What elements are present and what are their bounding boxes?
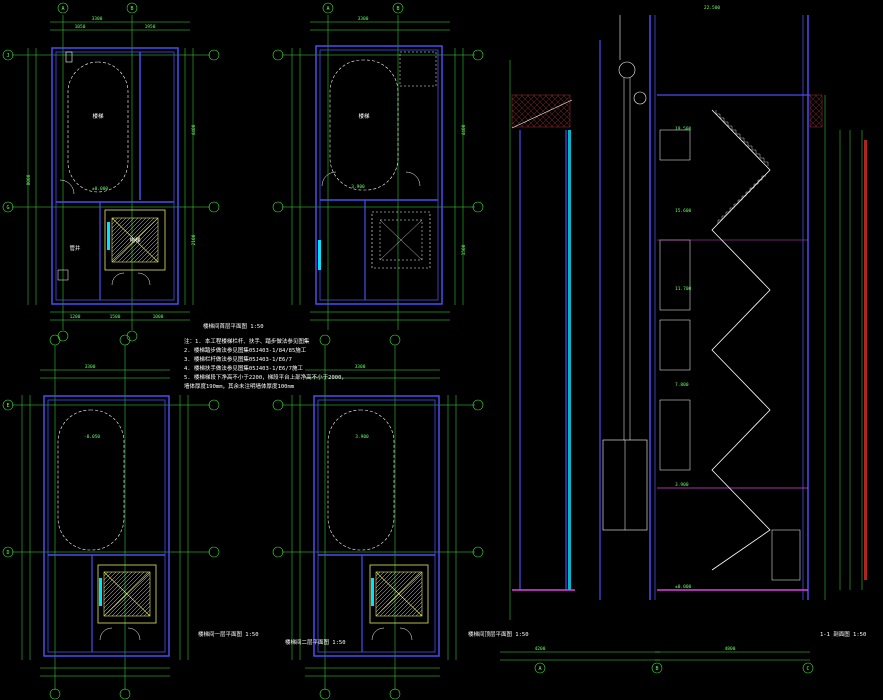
dim-text: 4400 [461, 124, 467, 135]
note-line: 墙体厚度190mm，其余未注明墙体厚度100mm [184, 384, 295, 390]
dim-text: 3300 [92, 16, 103, 22]
note-line: 5. 楼梯梯段下净高不小于2200，梯段平台上部净高不小于2000， [184, 375, 347, 381]
room-label: 楼梯 [92, 112, 104, 120]
dim-text: 4800 [725, 646, 736, 652]
plan-1 [2, 2, 220, 342]
plan-2 [272, 2, 484, 330]
level-mark: ±0.000 [675, 584, 692, 590]
dim-text: 1000 [153, 314, 164, 320]
dim-text: 3300 [358, 16, 369, 22]
level-mark: 7.800 [675, 382, 689, 388]
dim-text: 22.500 [704, 5, 721, 11]
plan-3 [2, 334, 220, 700]
room-label: 电梯 [129, 236, 141, 244]
level-mark: 19.500 [675, 126, 692, 132]
axis-label: B [655, 666, 658, 672]
dim-text: 1200 [70, 314, 81, 320]
room-label: 3.900 [351, 184, 365, 190]
axis-label: J [6, 53, 9, 59]
general-notes: 注：1. 本工程楼梯栏杆、扶手、踏步做法参见图集 2. 楼梯踏步做法参见图集05… [184, 338, 347, 392]
axis-label: B [396, 6, 399, 12]
dim-text: 1050 [75, 24, 86, 30]
dim-text: 4400 [191, 124, 197, 135]
section-2 [655, 15, 867, 674]
note-line: 3. 楼梯栏杆做法参见图集05J403-1/E6/7 [184, 357, 292, 363]
dim-text: 1950 [145, 24, 156, 30]
room-label: 管井 [69, 244, 81, 252]
dim-text: 3300 [85, 364, 96, 370]
room-label: 3.900 [355, 434, 369, 440]
note-line: 4. 楼梯扶手做法参见图集05J403-1/E6/7施工 [184, 366, 303, 372]
axis-label: E [6, 403, 9, 409]
dim-text: 2100 [191, 234, 197, 245]
dim-text: 1500 [461, 244, 467, 255]
plan-title: 楼梯间首层平面图 1:50 [203, 322, 264, 330]
note-line: 2. 楼梯踏步做法参见图集05J403-1/84/85施工 [184, 348, 307, 354]
room-label: -0.050 [84, 434, 101, 440]
note-line: 注：1. 本工程楼梯栏杆、扶手、踏步做法参见图集 [184, 339, 310, 345]
axis-label: C [806, 666, 809, 672]
axis-label: G [6, 205, 9, 211]
dim-text: 4200 [535, 646, 546, 652]
axis-label: A [61, 6, 64, 12]
axis-label: B [130, 6, 133, 12]
plan-title: 楼梯间二层平面图 1:50 [285, 638, 346, 646]
section-1 [500, 15, 663, 674]
plan-4 [272, 334, 484, 700]
section-title: 楼梯间顶层平面图 1:50 [468, 630, 529, 638]
plan-title: 楼梯间一层平面图 1:50 [198, 630, 259, 638]
dim-text: 3300 [355, 364, 366, 370]
level-mark: 15.600 [675, 208, 692, 214]
level-mark: 3.900 [675, 482, 689, 488]
room-label: 楼梯 [358, 112, 370, 120]
axis-label: D [6, 550, 9, 556]
room-label: ±0.000 [92, 186, 109, 192]
dim-text: 8000 [26, 174, 32, 185]
dim-text: 1500 [110, 314, 121, 320]
axis-label: A [538, 666, 541, 672]
axis-label: A [326, 6, 329, 12]
section-title: 1-1 剖面图 1:50 [820, 630, 866, 638]
level-mark: 11.700 [675, 286, 692, 292]
